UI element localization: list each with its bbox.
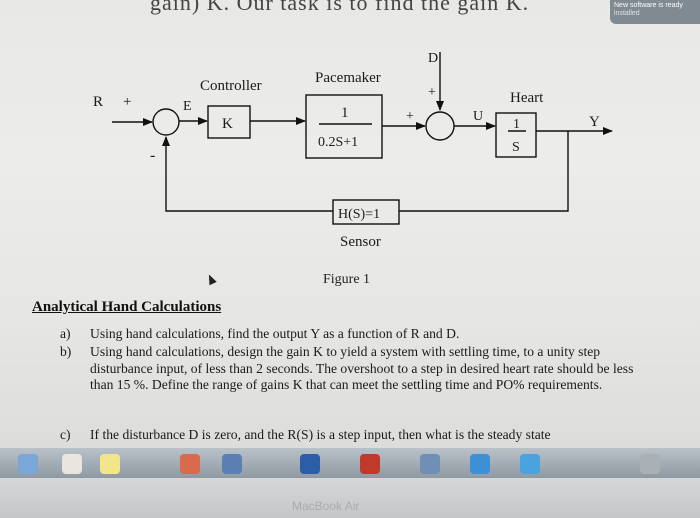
- calendar-icon[interactable]: [62, 454, 82, 474]
- acrobat-icon[interactable]: [360, 454, 380, 474]
- finder-icon[interactable]: [18, 454, 38, 474]
- sensor-H: H(S)=1: [338, 207, 380, 222]
- label-minus: -: [150, 147, 155, 164]
- appstore-icon[interactable]: [520, 454, 540, 474]
- cut-off-header-text: gain) K. Our task is to find the gain K.: [150, 0, 530, 15]
- trash-icon[interactable]: [640, 454, 660, 474]
- label-D-plus: +: [428, 85, 436, 100]
- word-icon[interactable]: [300, 454, 320, 474]
- block-diagram: R + E - Controller K Pacemaker 1 0.2S+1 …: [93, 51, 613, 250]
- section-heading: Analytical Hand Calculations: [32, 299, 222, 315]
- label-D: D: [428, 51, 438, 66]
- item-marker: b): [60, 344, 72, 359]
- safari-icon[interactable]: [470, 454, 490, 474]
- notification-banner[interactable]: New software is ready installed: [610, 0, 700, 24]
- photos-icon[interactable]: [180, 454, 200, 474]
- item-text: If the disturbance D is zero, and the R(…: [90, 427, 551, 442]
- document-page: gain) K. Our task is to find the gain K.: [0, 0, 700, 455]
- heart-numerator: 1: [513, 117, 520, 132]
- itunes-icon[interactable]: [222, 454, 242, 474]
- label-heart: Heart: [510, 90, 544, 106]
- summing-junction-2: [425, 111, 455, 141]
- feedback-path-left: [162, 136, 333, 212]
- heart-denominator: S: [512, 140, 520, 155]
- label-Y: Y: [589, 114, 600, 130]
- label-R: R: [93, 94, 103, 110]
- heart-block: [495, 112, 537, 158]
- pacemaker-denominator: 0.2S+1: [318, 135, 358, 150]
- label-sum2-plus: +: [406, 109, 414, 124]
- item-text: Using hand calculations, design the gain…: [90, 344, 634, 392]
- label-controller: Controller: [200, 78, 262, 94]
- notification-line2: installed: [614, 10, 640, 17]
- laptop-bezel: [0, 478, 700, 518]
- pacemaker-numerator: 1: [341, 105, 349, 121]
- notes-icon[interactable]: [100, 454, 120, 474]
- summing-junction-1: [152, 108, 180, 136]
- dock: [0, 448, 700, 478]
- label-E: E: [183, 99, 192, 114]
- label-R-plus: +: [123, 94, 131, 110]
- item-text: Using hand calculations, find the output…: [90, 326, 460, 341]
- controller-block: [207, 105, 251, 139]
- item-marker: c): [60, 427, 71, 442]
- notification-line1: New software is ready: [614, 2, 683, 9]
- label-U: U: [473, 109, 483, 124]
- feedback-path-right: [399, 131, 569, 212]
- item-marker: a): [60, 326, 71, 341]
- sensor-block: [332, 199, 400, 225]
- bezel-brand-label: MacBook Air: [292, 499, 360, 513]
- figure-caption: Figure 1: [323, 272, 371, 287]
- controller-K: K: [222, 116, 233, 132]
- label-pacemaker: Pacemaker: [315, 70, 381, 86]
- label-sensor: Sensor: [340, 234, 381, 250]
- launchpad-icon[interactable]: [420, 454, 440, 474]
